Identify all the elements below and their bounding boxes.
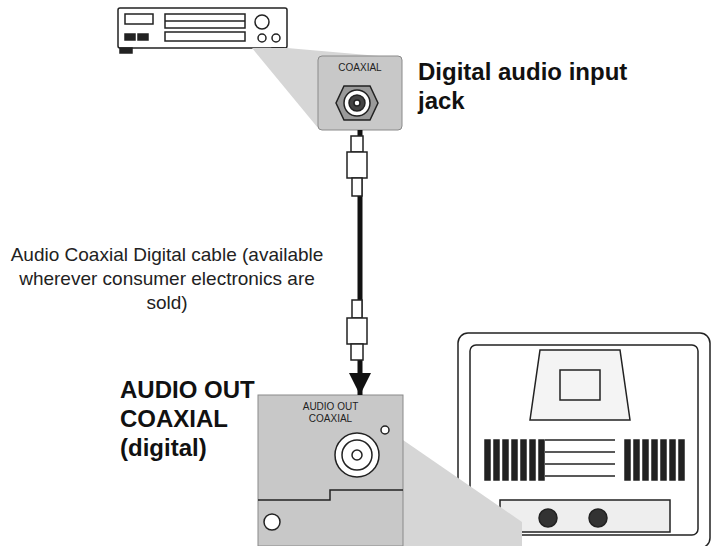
- jack-label: AUDIO OUT COAXIAL: [296, 401, 366, 424]
- inset-panel: [318, 56, 402, 130]
- cable-label: Audio Coaxial Digital cable (available w…: [8, 243, 326, 314]
- jack-label: COAXIAL: [320, 62, 400, 74]
- audio-receiver: [118, 8, 287, 53]
- coaxial-jack: [336, 86, 378, 120]
- coaxial-jack: [258, 426, 403, 530]
- callout-label: Digital audio input jack: [418, 58, 628, 116]
- zoom-wedge: [403, 440, 522, 546]
- inset-box: COAXIAL: [318, 56, 402, 130]
- callout-label: AUDIO OUT COAXIAL (digital): [120, 376, 270, 462]
- inset-panel: [258, 395, 403, 546]
- inset-box: AUDIO OUT COAXIAL: [258, 395, 403, 546]
